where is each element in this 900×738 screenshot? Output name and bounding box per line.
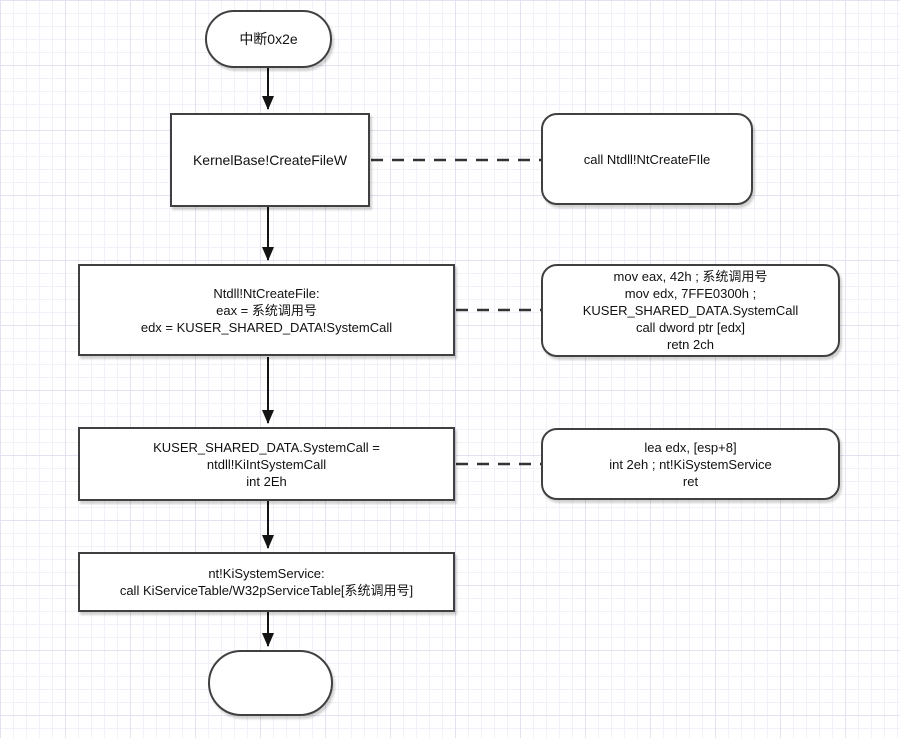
node-kuser-shared-data: KUSER_SHARED_DATA.SystemCall = ntdll!KiI… <box>78 427 455 501</box>
node-text-line: Ntdll!NtCreateFile: <box>213 285 320 301</box>
node-asm-int-2e: lea edx, [esp+8] int 2eh ; nt!KiSystemSe… <box>541 428 840 500</box>
node-text-line: KUSER_SHARED_DATA.SystemCall = <box>153 439 380 455</box>
node-text-line: ntdll!KiIntSystemCall <box>206 456 327 472</box>
node-text-line: KUSER_SHARED_DATA.SystemCall <box>582 303 799 318</box>
node-label: KernelBase!CreateFileW <box>192 151 348 168</box>
node-text-line: nt!KiSystemService: <box>208 566 325 581</box>
node-asm-kuser-systemcall: mov eax, 42h ; 系统调用号 mov edx, 7FFE0300h … <box>541 264 840 357</box>
node-text-line: edx = KUSER_SHARED_DATA!SystemCall <box>140 319 393 335</box>
node-label: 中断0x2e <box>239 30 298 47</box>
node-text-line: eax = 系统调用号 <box>216 302 317 318</box>
node-text-line: call dword ptr [edx] <box>635 320 746 335</box>
node-interrupt-0x2e: 中断0x2e <box>205 10 332 68</box>
node-text-line: mov edx, 7FFE0300h ; <box>624 286 757 301</box>
node-text-line: retn 2ch <box>667 337 714 352</box>
node-nt-kisystemservice: nt!KiSystemService: call KiServiceTable/… <box>78 552 455 612</box>
node-text-line: int 2eh ; nt!KiSystemService <box>609 456 772 472</box>
node-text-line: mov eax, 42h ; 系统调用号 <box>613 269 768 284</box>
node-ntdll-ntcreatefile: Ntdll!NtCreateFile: eax = 系统调用号 edx = KU… <box>78 264 455 356</box>
node-call-ntdll-ntcreatefile: call Ntdll!NtCreateFIle <box>541 113 753 205</box>
node-kernelbase-createfilew: KernelBase!CreateFileW <box>170 113 370 207</box>
node-text-line: call KiServiceTable/W32pServiceTable[系统调… <box>119 583 414 598</box>
node-text-line: int 2Eh <box>246 473 287 489</box>
node-label: call Ntdll!NtCreateFIle <box>583 151 711 167</box>
node-text-line: lea edx, [esp+8] <box>644 439 737 455</box>
node-text-line: ret <box>682 473 699 489</box>
node-end-terminator <box>208 650 333 716</box>
